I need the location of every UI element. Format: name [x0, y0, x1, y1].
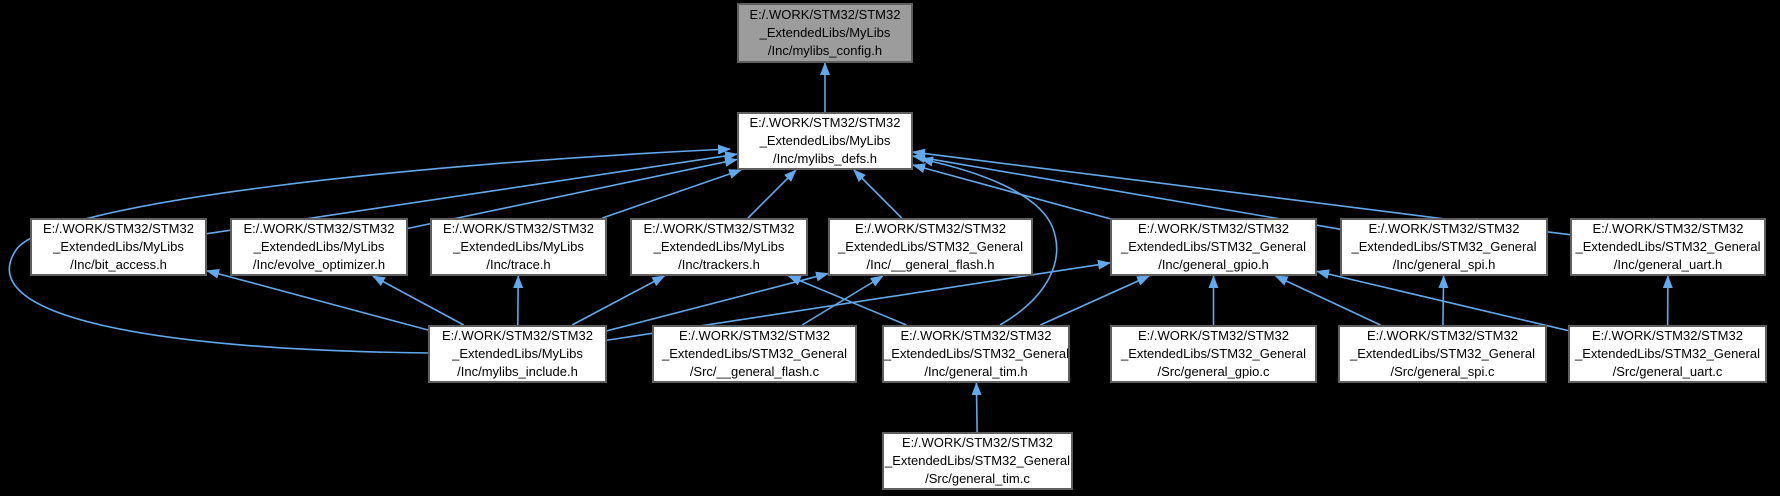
node-trace-h[interactable]: E:/.WORK/STM32/STM32 _ExtendedLibs/MyLib…: [430, 218, 607, 276]
node-label-line: /Src/general_gpio.c: [1157, 364, 1270, 379]
node-label-line: _ExtendedLibs/STM32_General: [837, 239, 1023, 254]
node-label-line: /Inc/evolve_optimizer.h: [252, 257, 386, 272]
node-general-flash-h[interactable]: E:/.WORK/STM32/STM32 _ExtendedLibs/STM32…: [828, 218, 1033, 276]
node-label-line: E:/.WORK/STM32/STM32: [749, 115, 901, 130]
node-label-line: _ExtendedLibs/STM32_General: [884, 346, 1070, 361]
node-general-tim-h[interactable]: E:/.WORK/STM32/STM32 _ExtendedLibs/STM32…: [882, 325, 1070, 383]
include-edge-general_spi_c-to-general_gpio_h: [1274, 275, 1381, 326]
include-edge-general_spi_h-to-mylibs_defs_h: [912, 153, 1341, 230]
node-label-line: E:/.WORK/STM32/STM32: [443, 221, 594, 236]
node-general-spi-c[interactable]: E:/.WORK/STM32/STM32 _ExtendedLibs/STM32…: [1338, 325, 1547, 383]
node-label-line: _ExtendedLibs/MyLibs: [453, 239, 584, 254]
node-label-line: _ExtendedLibs/MyLibs: [759, 25, 891, 40]
include-edge-mylibs_include_h-to-trackers_h: [571, 275, 666, 326]
node-label-line: /Inc/general_uart.h: [1613, 257, 1723, 272]
include-edge-general_tim_h-to-trackers_h: [787, 275, 907, 326]
node-label-line: _ExtendedLibs/MyLibs: [53, 239, 184, 254]
include-edge-mylibs_include_h-to-general_flash_h: [606, 271, 829, 332]
include-edge-general_gpio_h-to-mylibs_defs_h: [912, 163, 1111, 220]
include-edge-general_flash_h-to-mylibs_defs_h: [853, 169, 903, 219]
node-label-line: /Inc/mylibs_config.h: [767, 43, 883, 58]
node-label-line: _ExtendedLibs/STM32_General: [1575, 239, 1761, 254]
node-label-line: /Inc/trace.h: [486, 257, 551, 272]
node-label-line: _ExtendedLibs/STM32_General: [884, 453, 1070, 468]
node-general-tim-c[interactable]: E:/.WORK/STM32/STM32 _ExtendedLibs/STM32…: [882, 432, 1073, 490]
node-label-line: E:/.WORK/STM32/STM32: [855, 221, 1006, 236]
node-label-line: E:/.WORK/STM32/STM32: [1367, 328, 1518, 343]
node-label-line: _ExtendedLibs/MyLibs: [253, 239, 385, 254]
node-mylibs-config-h[interactable]: E:/.WORK/STM32/STM32 _ExtendedLibs/MyLib…: [737, 3, 913, 63]
node-general-uart-c[interactable]: E:/.WORK/STM32/STM32 _ExtendedLibs/STM32…: [1568, 325, 1767, 383]
include-edge-mylibs_include_h-to-mylibs_defs_h: [8, 144, 731, 354]
node-label-line: /Src/general_tim.c: [925, 471, 1030, 486]
node-label-line: E:/.WORK/STM32/STM32: [643, 221, 795, 236]
node-label-line: /Inc/mylibs_defs.h: [772, 151, 878, 166]
node-label-line: /Src/general_spi.c: [1390, 364, 1495, 379]
node-mylibs-include-h[interactable]: E:/.WORK/STM32/STM32 _ExtendedLibs/MyLib…: [428, 325, 607, 383]
include-edge-general_flash_c-to-general_flash_h: [801, 275, 884, 326]
node-label-line: E:/.WORK/STM32/STM32: [749, 7, 901, 22]
node-label-line: /Inc/__general_flash.h: [866, 257, 995, 272]
include-edge-general_spi_c-to-general_spi_h: [1438, 275, 1449, 326]
include-edge-trace_h-to-mylibs_defs_h: [602, 169, 743, 219]
node-label-line: E:/.WORK/STM32/STM32: [900, 328, 1052, 343]
node-label-line: E:/.WORK/STM32/STM32: [1138, 221, 1289, 236]
node-bit-access-h[interactable]: E:/.WORK/STM32/STM32 _ExtendedLibs/MyLib…: [30, 218, 207, 276]
node-label-line: E:/.WORK/STM32/STM32: [243, 221, 395, 236]
node-label-line: /Inc/trackers.h: [678, 257, 760, 272]
node-general-uart-h[interactable]: E:/.WORK/STM32/STM32 _ExtendedLibs/STM32…: [1570, 218, 1766, 276]
node-label-line: _ExtendedLibs/MyLibs: [653, 239, 785, 254]
node-label-line: _ExtendedLibs/STM32_General: [1120, 239, 1306, 254]
node-mylibs-defs-h[interactable]: E:/.WORK/STM32/STM32 _ExtendedLibs/MyLib…: [737, 112, 913, 170]
include-edge-general_tim_h-to-general_gpio_h: [1040, 275, 1151, 326]
node-label-line: /Inc/mylibs_include.h: [457, 364, 578, 379]
node-label-line: E:/.WORK/STM32/STM32: [1592, 221, 1744, 236]
node-label-line: /Src/__general_flash.c: [689, 364, 820, 379]
node-label-line: E:/.WORK/STM32/STM32: [902, 435, 1053, 450]
include-edge-mylibs_include_h-to-evolve_optimizer_h: [371, 275, 465, 326]
node-label-line: _ExtendedLibs/MyLibs: [759, 133, 891, 148]
node-general-gpio-c[interactable]: E:/.WORK/STM32/STM32 _ExtendedLibs/STM32…: [1110, 325, 1317, 383]
node-label-line: /Inc/general_tim.h: [924, 364, 1028, 379]
include-edge-trackers_h-to-mylibs_defs_h: [747, 169, 797, 219]
node-label-line: E:/.WORK/STM32/STM32: [679, 328, 830, 343]
include-edge-mylibs_include_h-to-bit_access_h: [206, 269, 429, 331]
node-label-line: /Inc/general_spi.h: [1392, 257, 1496, 272]
node-label-line: _ExtendedLibs/MyLibs: [452, 346, 583, 361]
node-label-line: E:/.WORK/STM32/STM32: [1138, 328, 1289, 343]
node-general-flash-c[interactable]: E:/.WORK/STM32/STM32 _ExtendedLibs/STM32…: [652, 325, 857, 383]
node-label-line: /Inc/general_gpio.h: [1158, 257, 1269, 272]
node-label-line: E:/.WORK/STM32/STM32: [1592, 328, 1743, 343]
node-label-line: _ExtendedLibs/STM32_General: [1349, 346, 1535, 361]
node-evolve-optimizer-h[interactable]: E:/.WORK/STM32/STM32 _ExtendedLibs/MyLib…: [230, 218, 408, 276]
include-edge-general_tim_c-to-general_tim_h: [971, 382, 982, 433]
include-edge-evolve_optimizer_h-to-mylibs_defs_h: [407, 157, 738, 230]
node-general-spi-h[interactable]: E:/.WORK/STM32/STM32 _ExtendedLibs/STM32…: [1340, 218, 1548, 276]
node-label-line: E:/.WORK/STM32/STM32: [442, 328, 593, 343]
node-label-line: E:/.WORK/STM32/STM32: [1368, 221, 1520, 236]
node-general-gpio-h[interactable]: E:/.WORK/STM32/STM32 _ExtendedLibs/STM32…: [1110, 218, 1317, 276]
node-label-line: /Inc/bit_access.h: [70, 257, 167, 272]
node-label-line: E:/.WORK/STM32/STM32: [43, 221, 194, 236]
node-label-line: _ExtendedLibs/STM32_General: [661, 346, 847, 361]
include-edge-general_tim_h-to-mylibs_defs_h: [920, 156, 1058, 326]
node-label-line: /Src/general_uart.c: [1612, 364, 1723, 379]
node-trackers-h[interactable]: E:/.WORK/STM32/STM32 _ExtendedLibs/MyLib…: [630, 218, 808, 276]
node-label-line: _ExtendedLibs/STM32_General: [1351, 239, 1537, 254]
node-label-line: _ExtendedLibs/STM32_General: [1574, 346, 1760, 361]
node-label-line: _ExtendedLibs/STM32_General: [1120, 346, 1306, 361]
